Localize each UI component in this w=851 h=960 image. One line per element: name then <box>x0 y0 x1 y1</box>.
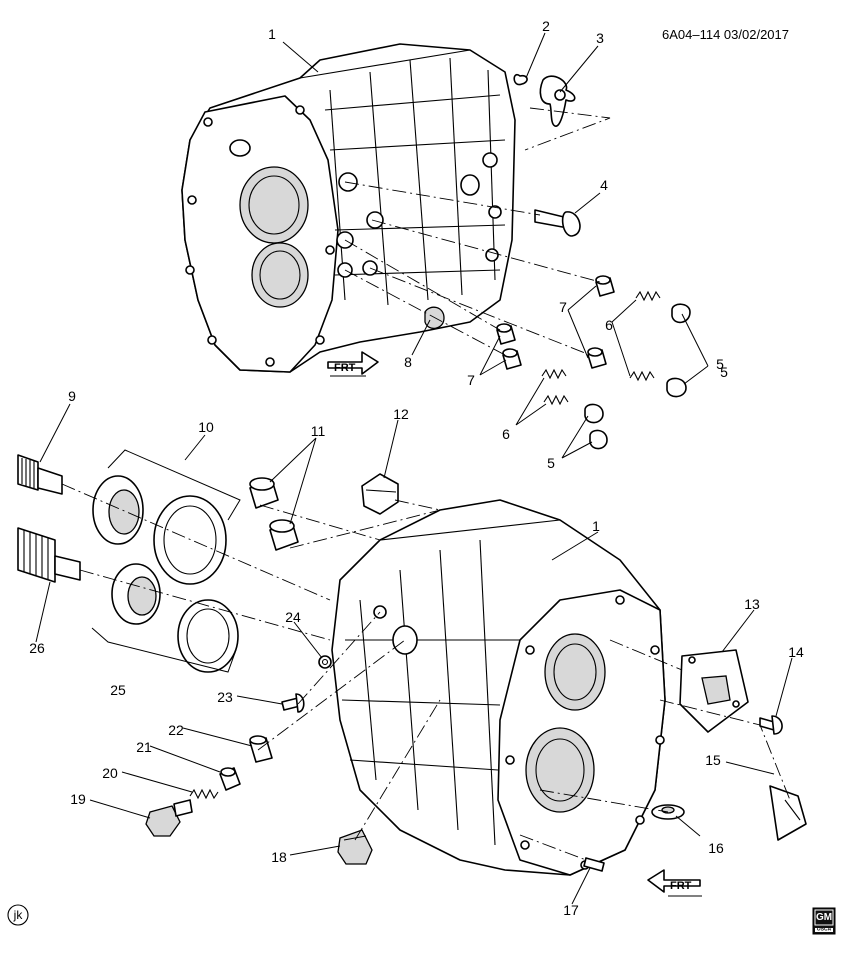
lower-transmission-case <box>331 499 666 876</box>
callout-16: 16 <box>708 840 724 856</box>
callout-22: 22 <box>168 722 184 738</box>
callout-5-upper-right: 5 <box>716 356 724 372</box>
callout-18: 18 <box>271 849 287 865</box>
gm-logo <box>812 907 836 935</box>
part-24-washer <box>318 655 332 669</box>
callout-1-upper: 1 <box>268 26 276 42</box>
gm-logo-subtext: OSCA <box>816 926 832 933</box>
callout-7-upper-right: 7 <box>559 299 567 315</box>
part-5-caps <box>584 303 691 450</box>
callout-2: 2 <box>542 18 550 34</box>
callout-3: 3 <box>596 30 604 46</box>
callout-11: 11 <box>310 423 326 439</box>
callout-leaders <box>35 32 793 905</box>
callout-5-right: 5 <box>720 364 728 380</box>
part-11-sleeves <box>249 477 299 551</box>
upper-transmission-case <box>181 43 516 373</box>
part-14-bolt <box>759 715 783 735</box>
part-19-plug <box>145 799 193 837</box>
part-20-spring <box>189 788 219 800</box>
callout-8: 8 <box>404 354 412 370</box>
callout-15: 15 <box>705 752 721 768</box>
part-6-springs <box>541 290 661 406</box>
frt-label-lower: FRT <box>670 880 692 892</box>
callout-6-upper-right: 6 <box>605 317 613 333</box>
callout-4: 4 <box>600 177 608 193</box>
illustrator-mark-circle <box>7 904 29 926</box>
callout-25: 25 <box>110 682 126 698</box>
callout-12: 12 <box>393 406 409 422</box>
callout-6-lower: 6 <box>502 426 510 442</box>
gm-logo-text: GM <box>815 912 833 923</box>
part-26-shaft <box>17 527 81 583</box>
illustrator-mark: jk <box>13 908 23 922</box>
part-18-plug <box>337 829 373 865</box>
front-direction-arrow-lower: FRT <box>647 869 702 897</box>
callout-20: 20 <box>102 765 118 781</box>
callout-7-lower-left: 7 <box>467 372 475 388</box>
part-21-detent <box>219 767 241 791</box>
part-12-block <box>361 473 399 515</box>
part-15-plate <box>769 785 807 841</box>
callout-10: 10 <box>198 419 214 435</box>
callout-24: 24 <box>285 609 301 625</box>
part-2-clip <box>513 73 528 86</box>
callout-14: 14 <box>788 644 804 660</box>
callout-13: 13 <box>744 596 760 612</box>
part-10-bearing-set <box>92 475 227 585</box>
callout-23: 23 <box>217 689 233 705</box>
part-23-bolt <box>281 693 305 713</box>
part-9-shaft <box>17 454 63 495</box>
callout-9: 9 <box>68 388 76 404</box>
frt-label-upper: FRT <box>334 362 356 374</box>
callout-26: 26 <box>29 640 45 656</box>
part-7-sleeves <box>496 275 615 370</box>
part-22-sleeve <box>249 735 273 763</box>
part-4-bolt <box>534 209 581 237</box>
part-13-cover <box>679 649 749 733</box>
part-3-bracket <box>539 75 576 127</box>
part-25-bearing-set <box>111 563 239 673</box>
callout-5-lower: 5 <box>547 455 555 471</box>
callout-17: 17 <box>563 902 579 918</box>
callout-21: 21 <box>136 739 152 755</box>
part-17-pin <box>583 857 605 872</box>
front-direction-arrow-upper: FRT <box>327 351 379 377</box>
callout-19: 19 <box>70 791 86 807</box>
callout-1-lower: 1 <box>592 518 600 534</box>
figure-reference: 6A04–114 03/02/2017 <box>662 27 789 42</box>
